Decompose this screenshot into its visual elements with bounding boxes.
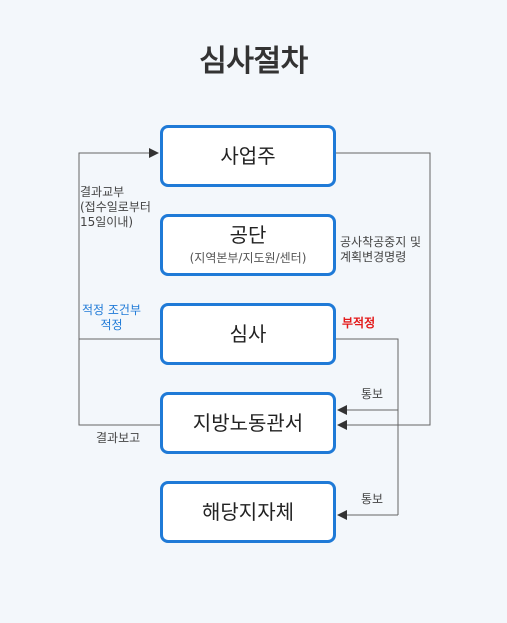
- local-gov-node: 해당지자체: [160, 481, 336, 543]
- employer-node: 사업주: [160, 125, 336, 187]
- stop-work-annotation: 공사착공중지 및 계획변경명령: [340, 235, 422, 264]
- review-node: 심사: [160, 303, 336, 365]
- employer-label: 사업주: [220, 144, 276, 168]
- notify-local-gov-annotation: 통보: [361, 492, 384, 506]
- conditional-annotation: 적정 조건부 적정: [82, 303, 142, 332]
- page-title: 심사절차: [199, 44, 308, 79]
- stop-work-line: [336, 152, 431, 430]
- local-gov-label: 해당지자체: [202, 500, 294, 524]
- agency-node: 공단 (지역본부/지도원/센터): [160, 214, 336, 276]
- agency-sublabel: (지역본부/지도원/센터): [189, 251, 307, 265]
- notify-labor-office-annotation: 통보: [361, 387, 384, 401]
- labor-office-node: 지방노동관서: [160, 392, 336, 454]
- result-delivery-annotation: 결과교부 (접수일로부터 15일이내): [80, 185, 151, 229]
- result-report-annotation: 결과보고: [96, 431, 141, 445]
- agency-label: 공단: [229, 223, 267, 247]
- inappropriate-annotation: 부적정: [342, 316, 376, 330]
- inappropriate-line: [336, 338, 399, 515]
- result-delivery-line: [78, 148, 160, 426]
- review-label: 심사: [229, 322, 267, 346]
- labor-office-label: 지방노동관서: [192, 411, 304, 435]
